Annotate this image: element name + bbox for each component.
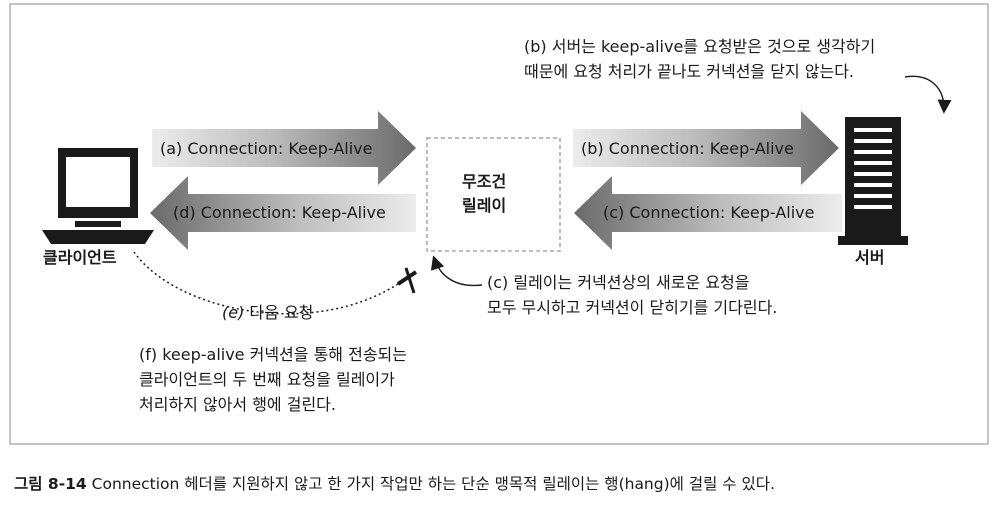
arrow-b-label: (b) Connection: Keep-Alive <box>581 139 794 158</box>
figure-caption: 그림 8-14 Connection 헤더를 지원하지 않고 한 가지 작업만 … <box>14 474 775 494</box>
relay-note-line-2: 모두 무시하고 커넥션이 닫히기를 기다린다. <box>487 298 778 317</box>
server-note-line-2: 때문에 요청 처리가 끝나도 커넥션을 닫지 않는다. <box>524 62 855 81</box>
blocked-marker-icon <box>396 267 418 294</box>
server-icon <box>838 117 908 245</box>
arrow-d <box>150 176 416 250</box>
figure-frame <box>9 3 989 445</box>
arrow-a <box>152 111 416 185</box>
arrow-b <box>573 111 839 185</box>
relay-note-line-1: (c) 릴레이는 커넥션상의 새로운 요청을 <box>487 273 750 292</box>
client-label: 클라이언트 <box>43 248 117 267</box>
server-note-pointer <box>904 75 952 114</box>
arrow-a-label: (a) Connection: Keep-Alive <box>160 139 373 158</box>
next-request-text: 다음 요청 <box>249 303 314 322</box>
relay-label-line-1: 무조건 <box>462 172 507 191</box>
client-computer-icon <box>42 148 154 244</box>
next-request-label: (e) 다음 요청 <box>222 303 313 323</box>
next-request-prefix: (e) <box>222 303 245 322</box>
figure-number: 그림 8-14 <box>14 475 87 493</box>
arrow-c <box>574 176 842 250</box>
relay-note-pointer <box>430 255 483 287</box>
arrow-c-label: (c) Connection: Keep-Alive <box>603 203 815 222</box>
hang-note-line-3: 처리하지 않아서 행에 걸린다. <box>139 395 336 414</box>
arrow-d-label: (d) Connection: Keep-Alive <box>173 203 386 222</box>
relay-label-line-2: 릴레이 <box>462 196 507 215</box>
next-request-path <box>133 251 399 315</box>
server-label: 서버 <box>855 248 885 267</box>
relay-box <box>426 137 561 252</box>
figure-caption-text: Connection 헤더를 지원하지 않고 한 가지 작업만 하는 단순 맹목… <box>86 475 775 493</box>
hang-note-line-1: (f) keep-alive 커넥션을 통해 전송되는 <box>139 345 407 364</box>
hang-note-line-2: 클라이언트의 두 번째 요청을 릴레이가 <box>139 370 395 389</box>
server-note-line-1: (b) 서버는 keep-alive를 요청받은 것으로 생각하기 <box>524 37 876 56</box>
